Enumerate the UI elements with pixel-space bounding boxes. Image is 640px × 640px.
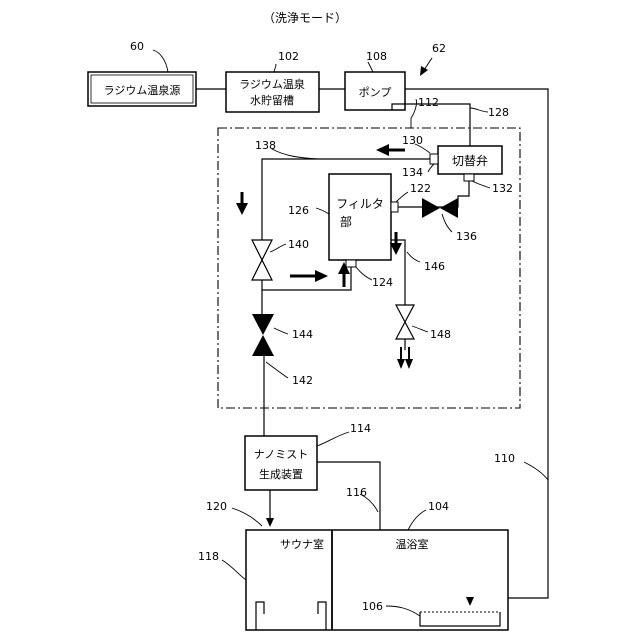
diagram-title: （洗浄モード） [263,11,347,25]
bath-room-label: 温浴室 [396,537,429,551]
ref-124: 124 [372,276,393,289]
ref-116: 116 [346,486,367,499]
nano-mist-label-2: 生成装置 [259,467,303,481]
storage-tank-label-2: 水貯留槽 [250,94,294,107]
ref-106: 106 [362,600,383,613]
ref-148: 148 [430,328,451,341]
filter-label-1: フィルタ [336,197,384,211]
ref-138: 138 [255,139,276,152]
arrow-left-138 [376,144,405,156]
arrow-62 [420,58,432,76]
filter-unit: フィルタ 部 [329,174,398,267]
switch-valve-label: 切替弁 [452,153,488,168]
ref-136: 136 [456,230,477,243]
radium-hot-spring-source: ラジウム温泉源 [88,72,196,106]
pipe-116 [317,462,380,536]
ref-60: 60 [130,40,144,53]
ref-128: 128 [488,106,509,119]
ref-140: 140 [288,238,309,251]
ref-110: 110 [494,452,515,465]
ref-144: 144 [292,328,313,341]
port-134 [430,154,438,164]
port-122 [391,202,398,212]
ref-118: 118 [198,550,219,563]
ref-62: 62 [432,42,446,55]
port-124 [346,260,356,267]
arrow-drain-148 [397,347,413,369]
arrow-down-146 [390,232,402,255]
ref-134: 134 [402,166,423,179]
reference-numerals: 60 102 108 62 112 128 130 138 134 122 13… [130,40,515,613]
nano-mist-generator: ナノミスト 生成装置 [245,436,317,490]
ref-114: 114 [350,422,371,435]
ref-142: 142 [292,374,313,387]
ref-102: 102 [278,50,299,63]
sauna-room-label: サウナ室 [280,537,324,551]
ref-126: 126 [288,204,309,217]
nano-mist-label-1: ナノミスト [254,448,308,461]
ref-122: 122 [410,182,431,195]
rooms-building: サウナ室 温浴室 [246,530,508,630]
arrow-right-140 [290,270,328,282]
valve-136 [422,198,458,218]
ref-120: 120 [206,500,227,513]
pipe-140-to-124 [262,267,351,290]
pipe-132-to-122 [398,181,469,207]
storage-tank-label-1: ラジウム温泉 [239,77,305,91]
arrow-down-left [236,192,248,215]
radium-source-label: ラジウム温泉源 [104,83,181,97]
ref-130: 130 [402,134,423,147]
ref-104: 104 [428,500,449,513]
switch-valve: 切替弁 [430,146,502,181]
valve-140 [252,240,272,280]
port-132 [464,174,474,181]
ref-132: 132 [492,182,513,195]
ref-108: 108 [366,50,387,63]
filter-label-2: 部 [340,214,352,229]
valve-144 [252,314,274,356]
ref-146: 146 [424,260,445,273]
pump-label: ポンプ [359,86,392,99]
valve-148 [396,305,414,339]
ref-112: 112 [418,96,439,109]
arrow-to-sauna [266,518,274,527]
radium-water-storage-tank: ラジウム温泉 水貯留槽 [226,72,319,112]
